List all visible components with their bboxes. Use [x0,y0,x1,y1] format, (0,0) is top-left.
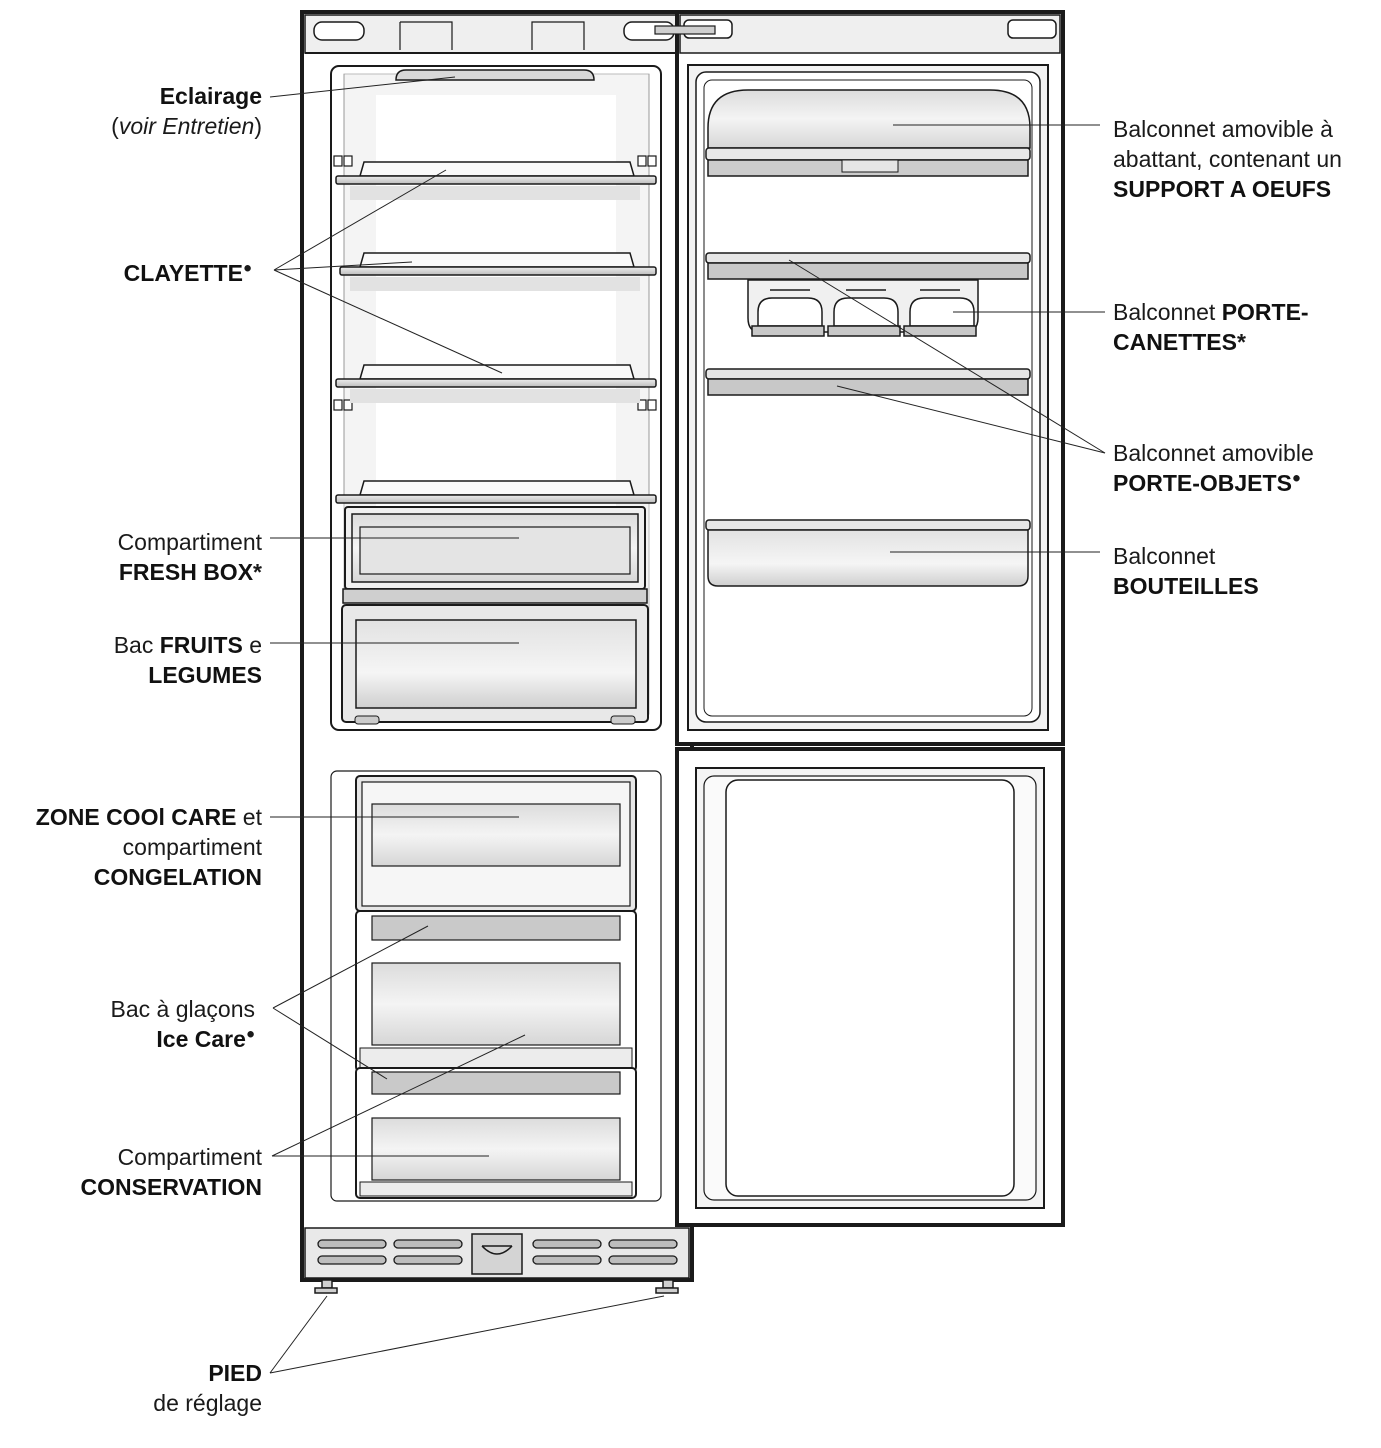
freezer-drawer-bottom [355,1067,637,1199]
label-fresh-box-mark: * [253,559,262,585]
freezer-drawer-middle [355,910,637,1072]
label-oeufs-line2: abattant, contenant un [1113,146,1342,172]
label-bouteilles-line1: Balconnet [1113,543,1216,569]
leader-clayette-3 [273,269,503,374]
label-zone-line2: compartiment [122,834,262,860]
label-fruits-legumes: Bac FRUITS e LEGUMES [114,630,262,690]
leader-clayette-1 [273,169,447,271]
label-support-oeufs: Balconnet amovible à abattant, contenant… [1113,114,1342,204]
light-fixture [395,69,595,81]
label-clayette: CLAYETTE● [124,258,252,288]
leader-ice-1 [272,925,429,1009]
label-eclairage-title: Eclairage [159,83,262,109]
label-zone-post: et [236,804,262,830]
label-pied: PIED de réglage [153,1358,262,1418]
label-objets-line1: Balconnet amovible [1113,440,1314,466]
label-fresh-box-line2: FRESH BOX [118,559,254,585]
label-clayette-title: CLAYETTE [123,260,243,286]
leader-pied-2 [269,1295,665,1374]
bottles-door-bin [705,519,1031,587]
label-fruits-line2: LEGUMES [148,662,262,688]
leader-pied-1 [269,1295,328,1374]
label-zone-bold: ZONE COOl CARE [35,804,237,830]
label-canettes-bold: PORTE- [1221,299,1309,325]
label-pied-line2: de réglage [153,1390,262,1416]
label-canettes-line2: CANETTES [1113,329,1237,355]
label-fruits-bold: FRUITS [159,632,243,658]
freezer-drawer-top [355,775,637,912]
fridge-door [654,10,1065,746]
label-zone-line3: CONGELATION [93,864,262,890]
label-canettes-pre: Balconnet [1113,299,1222,325]
label-bouteilles-line2: BOUTEILLES [1113,573,1259,599]
leader-eclairage [269,76,456,98]
label-eclairage-note: voir Entretien [118,113,255,139]
label-objets-line2: PORTE-OBJETS [1113,470,1292,496]
label-eclairage-note-close: ) [254,113,262,139]
can-door-bin [705,252,1031,337]
label-eclairage: Eclairage (voir Entretien) [111,81,262,141]
label-fruits-post: e [242,632,262,658]
leader-lines [269,76,1106,1374]
label-objets-mark: ● [1291,469,1301,487]
label-ice-line2: Ice Care [156,1026,246,1052]
shelf [335,161,657,200]
label-porte-canettes: Balconnet PORTE- CANETTES* [1113,297,1309,357]
label-fresh-box: Compartiment FRESH BOX* [118,527,262,587]
label-porte-objets: Balconnet amovible PORTE-OBJETS● [1113,438,1314,498]
label-fruits-pre: Bac [113,632,160,658]
label-ice-mark: ● [245,1025,255,1043]
label-eclairage-note-open: ( [111,113,119,139]
shelf [339,252,657,291]
label-conservation-line2: CONSERVATION [80,1174,262,1200]
leveling-feet [314,1279,679,1294]
freezer-compartment [330,770,662,1202]
shelf [335,480,657,504]
label-oeufs-line1: Balconnet amovible à [1113,116,1333,142]
freezer-door [675,747,1065,1227]
label-oeufs-line3: SUPPORT A OEUFS [1113,176,1332,202]
label-pied-line1: PIED [208,1360,262,1386]
leader-objets-1 [788,259,1106,454]
shelf [335,364,657,403]
label-conservation-line1: Compartiment [117,1144,262,1170]
egg-door-bin [705,89,1031,177]
label-zone-cool-care: ZONE COOl CARE et compartiment CONGELATI… [36,802,262,892]
fruits-legumes-drawer [341,604,649,725]
label-clayette-mark: ● [242,259,252,277]
label-conservation: Compartiment CONSERVATION [81,1142,262,1202]
fresh-box-drawer [342,506,648,604]
ventilation-grille [304,1227,690,1279]
leader-objets-2 [836,385,1106,454]
fridge-compartment [330,65,662,731]
label-bouteilles: Balconnet BOUTEILLES [1113,541,1259,601]
label-ice-line1: Bac à glaçons [110,996,255,1022]
label-fresh-box-line1: Compartiment [117,529,262,555]
leader-ice-2 [272,1007,388,1080]
leader-conservation-1 [271,1034,526,1157]
label-ice-care: Bac à glaçons Ice Care● [111,994,255,1054]
objects-door-bin [705,368,1031,396]
leader-clayette-2 [273,261,413,271]
label-canettes-mark: * [1236,329,1246,355]
